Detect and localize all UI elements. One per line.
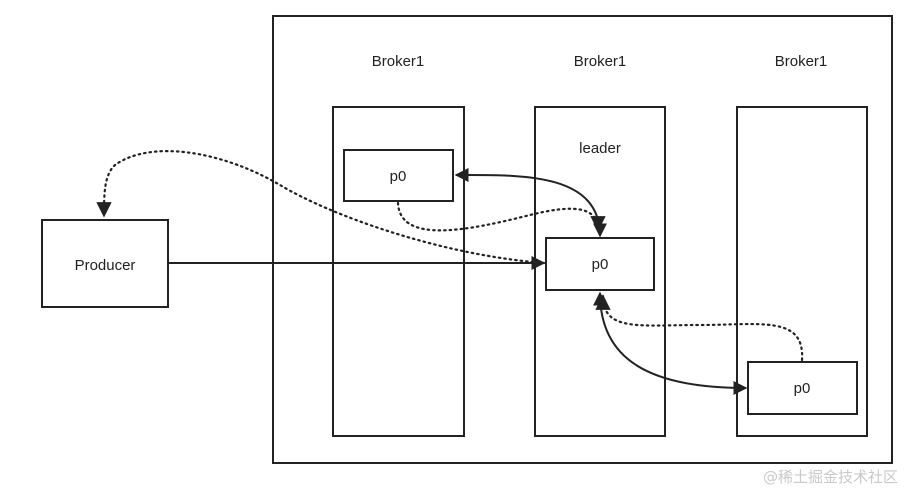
follower2-fetch-arrow [595,294,804,362]
broker-2-label: Broker1 [574,53,627,70]
follower-2-partition-label: p0 [794,380,811,397]
follower-2-partition-box [747,361,858,415]
producer-box [41,219,169,308]
follower1-fetch-arrow [396,201,606,232]
leader-follower1-sync-arrow [454,167,607,238]
watermark: @稀土掘金技术社区 [762,468,898,486]
follower-1-partition-label: p0 [390,168,407,185]
broker-3-label: Broker1 [775,53,828,70]
leader-label: leader [579,140,621,157]
producer-label: Producer [75,257,136,274]
leader-follower2-sync-arrow [593,291,748,395]
leader-partition-label: p0 [592,256,609,273]
broker-1-label: Broker1 [372,53,425,70]
ack-to-producer-arrow [96,150,546,265]
leader-partition-box [545,237,655,291]
follower-1-partition-box [343,149,454,202]
